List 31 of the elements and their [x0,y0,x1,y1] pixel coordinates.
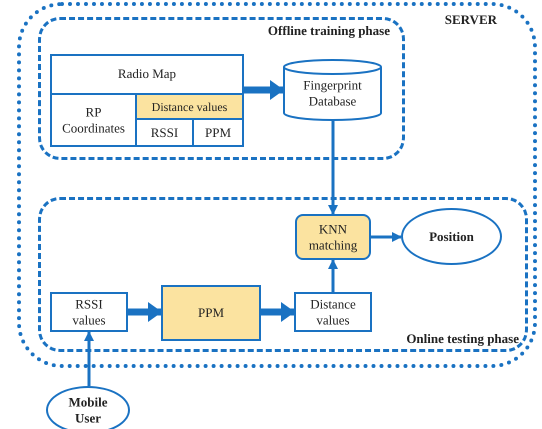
phase-label: Offline training phase [268,23,390,39]
phase-label: Online testing phase [406,331,519,347]
node-label: Distance values [152,99,228,114]
node-label: Mobile User [68,394,108,426]
process-box [161,285,261,341]
process-box [294,292,372,332]
phase-container [38,17,405,160]
node-label: RP Coordinates [61,104,126,136]
node-label: SERVER [444,12,497,28]
arrow [371,232,402,242]
arrow [261,302,295,322]
server-container [17,2,537,368]
process-box [50,292,128,332]
node-label: Distance values [310,296,356,328]
arrow [84,331,94,386]
node-label: PPM [204,124,232,140]
node-label: PPM [198,305,224,321]
table-cell [135,93,244,120]
node-label: Fingerprint Database [303,77,362,109]
node-label: KNN matching [308,221,358,253]
phase-container [38,197,528,352]
node-label: Radio Map [116,66,178,82]
node-label: Position [429,228,474,244]
node-label: RSSI [150,124,178,140]
arrow [128,302,162,322]
arrow [328,120,338,215]
radio-map-table [50,54,244,147]
process-box [295,214,371,260]
node-label: RSSI values [71,296,107,328]
arrow [244,80,284,100]
arrow [328,259,338,292]
